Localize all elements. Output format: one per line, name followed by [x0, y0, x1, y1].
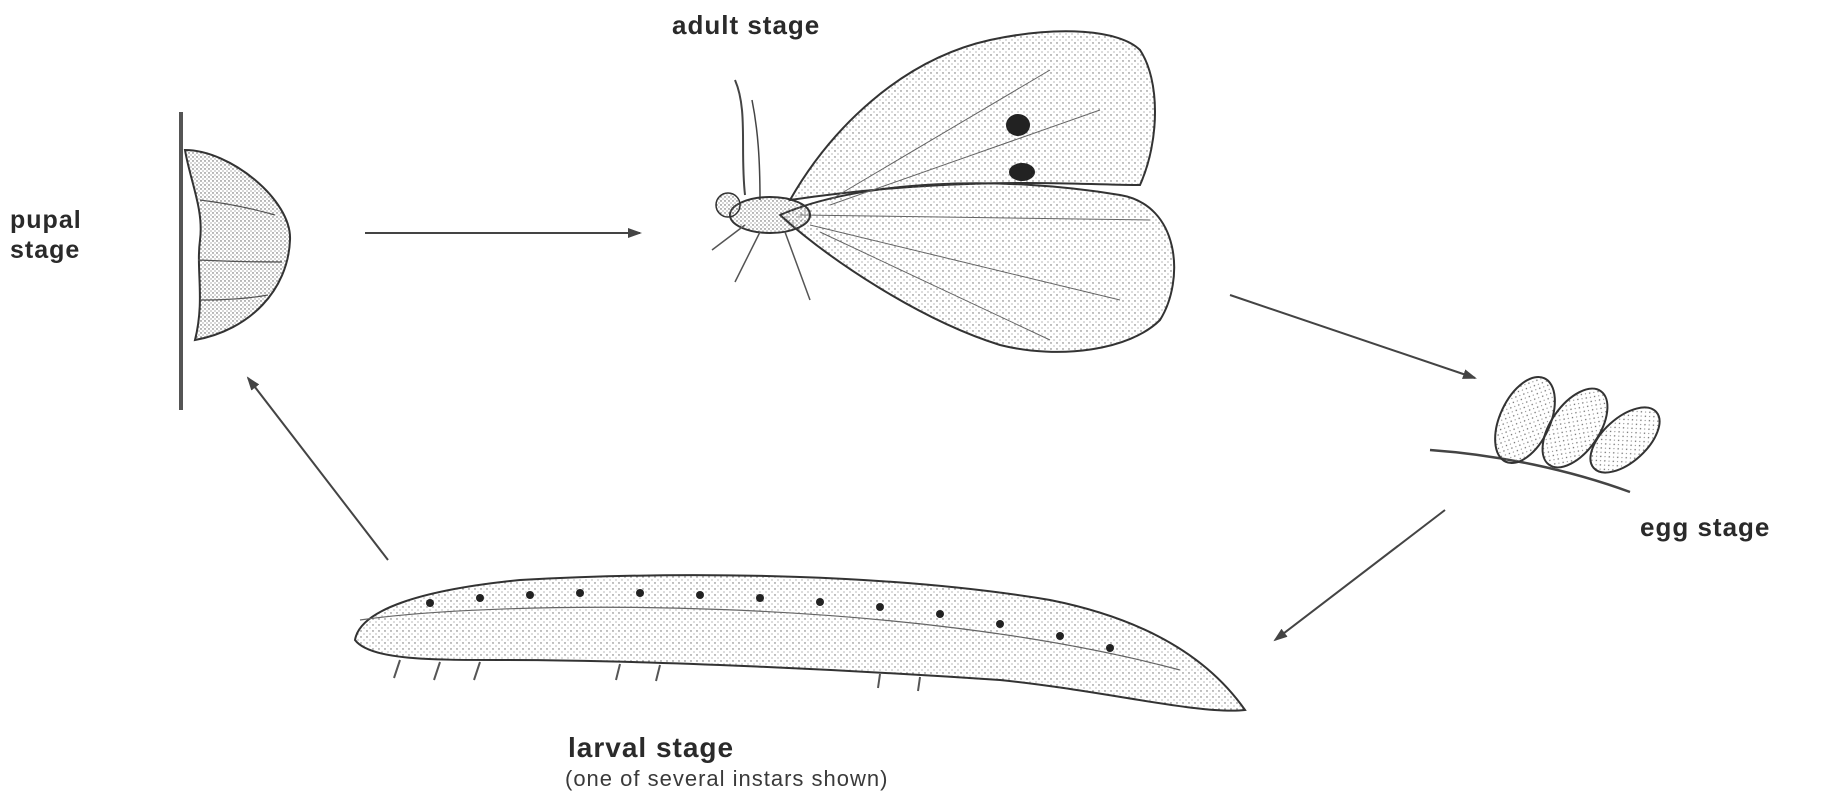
antenna [735, 80, 745, 195]
arrow-adult-to-egg [1230, 295, 1475, 378]
hindwing [780, 183, 1174, 352]
butterfly-head [716, 193, 740, 217]
larval-stage-label: larval stage [568, 732, 734, 764]
caterpillar-icon [355, 575, 1245, 710]
wing-spot [1006, 114, 1030, 136]
butterfly-icon [712, 31, 1174, 352]
pupal-stage-label-line1: pupal [10, 205, 82, 235]
caterpillar-body [355, 575, 1245, 710]
larval-stage-note: (one of several instars shown) [565, 766, 888, 792]
arrow-egg-to-larva [1275, 510, 1445, 640]
chrysalis-body [185, 150, 290, 340]
butterfly-legs [712, 225, 810, 300]
adult-stage-label: adult stage [672, 10, 820, 41]
wing-spot [1009, 163, 1035, 181]
pupal-stage-label-line2: stage [10, 235, 82, 265]
arrow-larva-to-pupa [248, 378, 388, 560]
egg-cluster-icon [1430, 368, 1671, 492]
pupal-stage-label: pupal stage [10, 205, 82, 265]
chrysalis-icon [181, 112, 290, 410]
egg-stage-label: egg stage [1640, 512, 1770, 543]
antenna [752, 100, 760, 200]
